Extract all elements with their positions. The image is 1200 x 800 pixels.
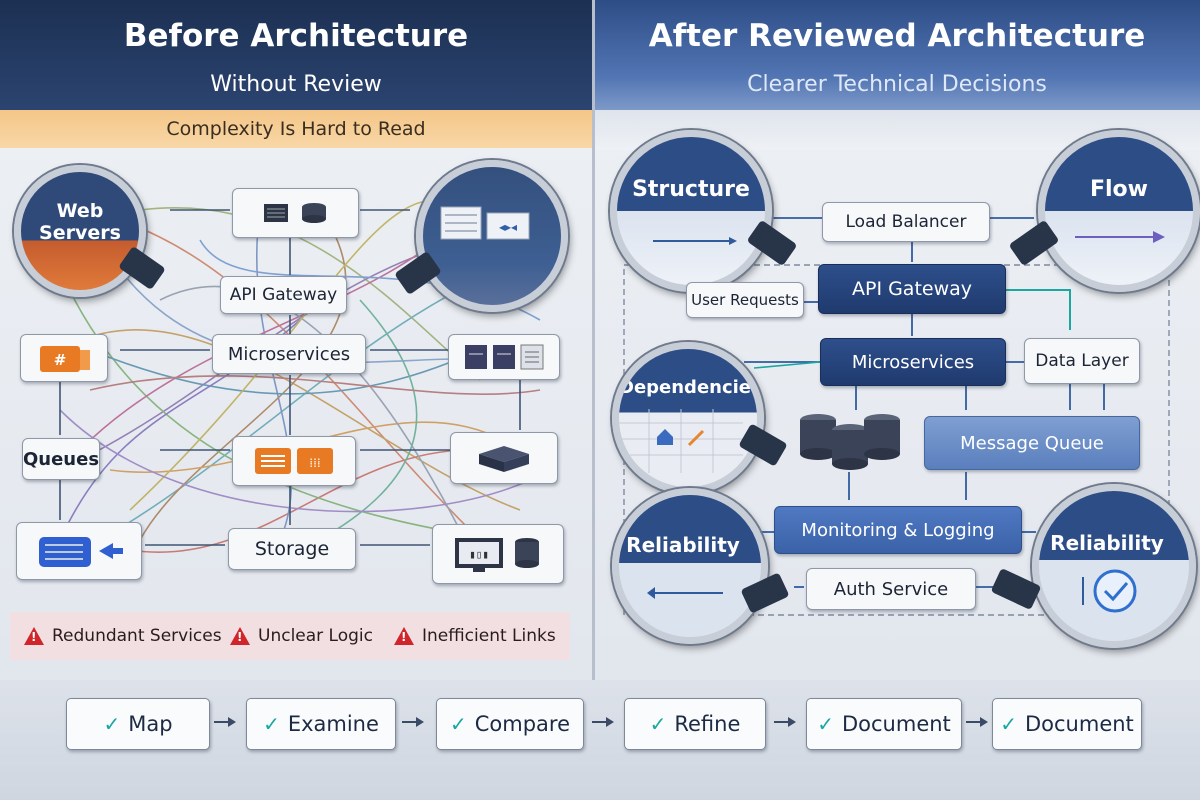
check-icon: ✓ <box>103 712 121 736</box>
before-storage: Storage <box>228 528 356 570</box>
check-badge-icon <box>1082 569 1137 613</box>
panel-icon <box>465 344 544 370</box>
check-icon: ✓ <box>649 712 667 736</box>
after-header: After Reviewed Architecture Clearer Tech… <box>594 0 1200 110</box>
dependency-grid-icon <box>619 409 743 473</box>
flow-circle: Flow <box>1038 130 1200 292</box>
reliability-label-right: Reliability <box>1050 531 1164 555</box>
step-examine: ✓ Examine <box>246 698 396 750</box>
monitoring-box: Monitoring & Logging <box>774 506 1022 554</box>
before-subtitle: Without Review <box>210 72 382 97</box>
monitor-box: ▮▯▮ <box>432 524 564 584</box>
structure-circle: Structure <box>610 130 772 292</box>
step-map: ✓ Map <box>66 698 210 750</box>
reliability-label-left: Reliability <box>626 533 740 557</box>
monitor-icon: ▮▯▮ <box>455 538 539 572</box>
before-api-gateway: API Gateway <box>220 276 347 314</box>
structure-arrow-icon <box>653 237 737 245</box>
panel-icons-box <box>448 334 560 380</box>
check-icon: ✓ <box>1000 712 1017 736</box>
flow-label: Flow <box>1089 177 1148 202</box>
step-label: Document <box>1024 712 1134 736</box>
web-servers-label: Web Servers <box>39 200 121 244</box>
svg-text:⁞⁞⁞: ⁞⁞⁞ <box>309 456 320 470</box>
warning-text: Redundant Services <box>52 626 222 646</box>
reliability-arrow-icon <box>647 587 723 599</box>
step-label: Refine <box>674 712 741 736</box>
orange-list-box: ⁞⁞⁞ <box>232 436 356 486</box>
user-requests-box: User Requests <box>686 282 804 318</box>
complexity-band: Complexity Is Hard to Read <box>0 110 592 148</box>
before-microservices: Microservices <box>212 334 366 374</box>
step-label: Map <box>128 712 173 736</box>
svg-text:▮▯▮: ▮▯▮ <box>469 548 489 561</box>
step-compare: ✓ Compare <box>436 698 584 750</box>
dependencies-circle: Dependencies <box>612 342 764 494</box>
step-arrow-icon <box>774 717 796 727</box>
step-arrow-icon <box>592 717 614 727</box>
data-layer-box: Data Layer <box>1024 338 1140 384</box>
step-arrow-icon <box>966 717 988 727</box>
after-subtitle: Clearer Technical Decisions <box>747 72 1047 97</box>
reliability-circle-right: Reliability <box>1032 484 1196 648</box>
step-label: Compare <box>474 712 571 736</box>
hardware-icon <box>479 446 529 472</box>
list-icon: ⁞⁞⁞ <box>255 448 333 474</box>
warning-unclear: Unclear Logic <box>230 626 373 646</box>
warning-icon <box>394 627 414 645</box>
database-cluster-icon <box>800 414 900 470</box>
dependencies-label: Dependencies <box>619 377 762 398</box>
check-icon: ✓ <box>449 712 467 736</box>
after-api-gateway-box: API Gateway <box>818 264 1006 314</box>
step-arrow-icon <box>214 717 236 727</box>
database-box <box>16 522 142 580</box>
svg-text:◂▸◂: ◂▸◂ <box>499 220 517 234</box>
step-document-final: ✓ Document <box>992 698 1142 750</box>
module-icon: # <box>40 346 90 372</box>
warnings-bar: Redundant Services Unclear Logic Ineffic… <box>10 612 570 660</box>
server-icons-box <box>232 188 359 238</box>
check-icon: ✓ <box>817 712 834 736</box>
structure-label: Structure <box>632 177 750 202</box>
step-label: Examine <box>287 712 379 736</box>
after-microservices-box: Microservices <box>820 338 1006 386</box>
auth-service-box: Auth Service <box>806 568 976 610</box>
before-header: Before Architecture Without Review <box>0 0 592 110</box>
flow-arrow-icon <box>1075 231 1165 243</box>
warning-redundant: Redundant Services <box>24 626 222 646</box>
warning-text: Unclear Logic <box>258 626 373 646</box>
orange-module-box: # <box>20 334 108 382</box>
warning-inefficient: Inefficient Links <box>394 626 556 646</box>
hardware-box <box>450 432 558 484</box>
warning-icon <box>24 627 44 645</box>
svg-text:#: # <box>54 351 67 369</box>
database-icon <box>39 537 123 567</box>
complexity-text: Complexity Is Hard to Read <box>166 118 426 140</box>
web-servers-circle: Web Servers <box>14 165 146 297</box>
message-queue-box: Message Queue <box>924 416 1140 470</box>
services-icon: ◂▸◂ <box>440 206 530 240</box>
step-label: Document <box>841 712 951 736</box>
after-title: After Reviewed Architecture <box>648 18 1146 54</box>
step-document: ✓ Document <box>806 698 962 750</box>
step-arrow-icon <box>402 717 424 727</box>
panel-divider <box>592 0 595 680</box>
warning-text: Inefficient Links <box>422 626 556 646</box>
before-title: Before Architecture <box>123 18 469 54</box>
load-balancer-box: Load Balancer <box>822 202 990 242</box>
server-icon <box>263 203 326 223</box>
check-icon: ✓ <box>263 712 280 736</box>
services-circle: ◂▸◂ <box>416 160 568 312</box>
step-refine: ✓ Refine <box>624 698 766 750</box>
before-queues: Queues <box>22 438 100 480</box>
reliability-circle-left: Reliability <box>612 488 768 644</box>
warning-icon <box>230 627 250 645</box>
